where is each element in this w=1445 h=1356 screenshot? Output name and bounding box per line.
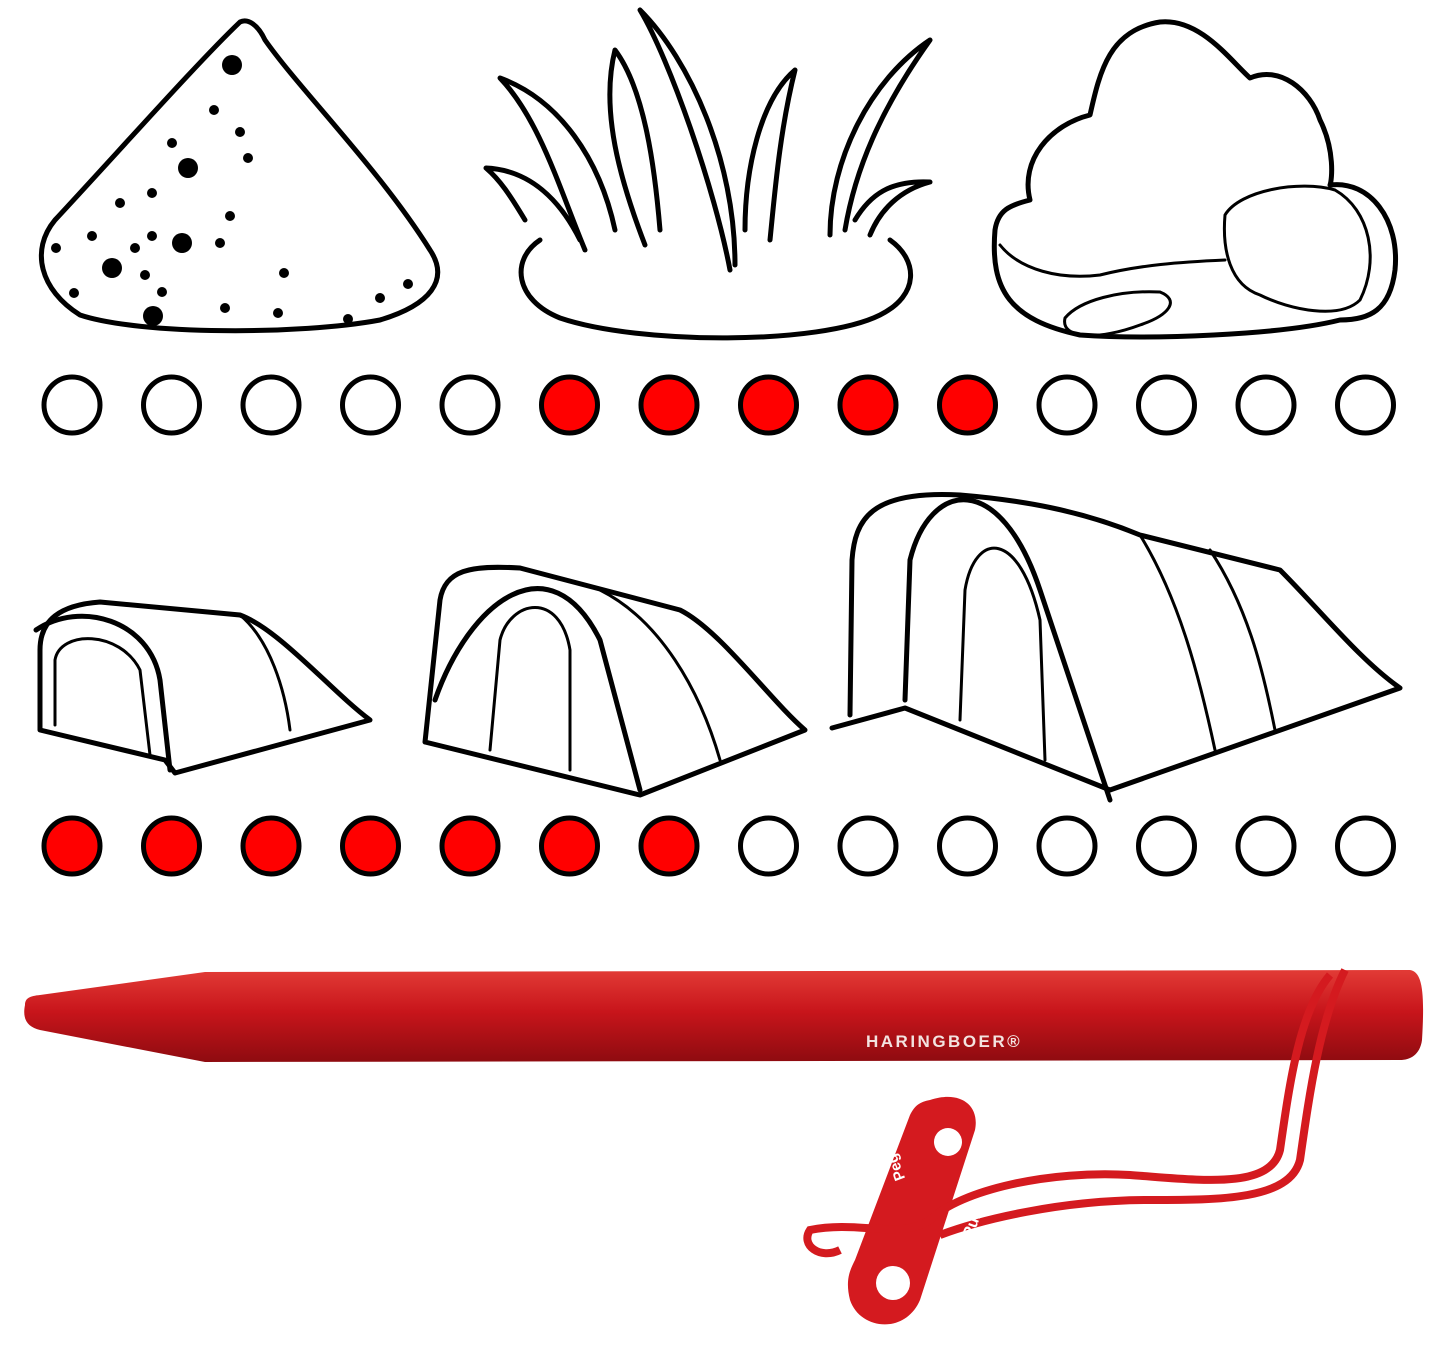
grass-icon [483, 7, 933, 341]
rating-dot-filled [41, 815, 103, 877]
peg-brand-text: HARINGBOER® [866, 1032, 1023, 1051]
rating-dot-empty [1136, 374, 1197, 436]
rating-dot-empty [1335, 815, 1396, 877]
rating-dot-empty [1235, 815, 1297, 877]
rating-dot-filled [539, 815, 600, 877]
rating-dot-filled [638, 815, 700, 877]
rating-dot-filled [539, 374, 600, 436]
rating-dot-empty [41, 374, 103, 436]
rating-dot-empty [439, 374, 501, 436]
rating-dot-empty [1235, 374, 1297, 436]
ground-suitability-rating [41, 374, 1396, 436]
rating-dot-empty [837, 815, 899, 877]
rating-dot-empty [1136, 815, 1197, 877]
rating-dot-filled [439, 815, 501, 877]
small-tent-icon [33, 599, 373, 776]
rating-dot-filled [837, 374, 899, 436]
rating-dot-empty [340, 374, 401, 436]
rating-dot-empty [141, 374, 202, 436]
rating-dot-filled [141, 815, 202, 877]
large-tent-icon [829, 491, 1403, 803]
tent-size-rating [41, 815, 1396, 877]
rock-icon [991, 19, 1399, 340]
sand-icon [38, 18, 441, 334]
rating-dot-empty [738, 815, 799, 877]
rating-dot-filled [937, 374, 998, 436]
medium-tent-icon [422, 564, 808, 798]
rating-dot-empty [1335, 374, 1396, 436]
tent-peg-image [24, 968, 1424, 1325]
rating-dot-filled [638, 374, 700, 436]
rating-dot-empty [240, 374, 302, 436]
rating-dot-filled [340, 815, 401, 877]
rating-dot-empty [1036, 374, 1098, 436]
rating-dot-filled [738, 374, 799, 436]
pegpull-tag [847, 1096, 976, 1325]
rating-dot-filled [240, 815, 302, 877]
rating-dot-empty [1036, 815, 1098, 877]
rating-dot-empty [937, 815, 998, 877]
